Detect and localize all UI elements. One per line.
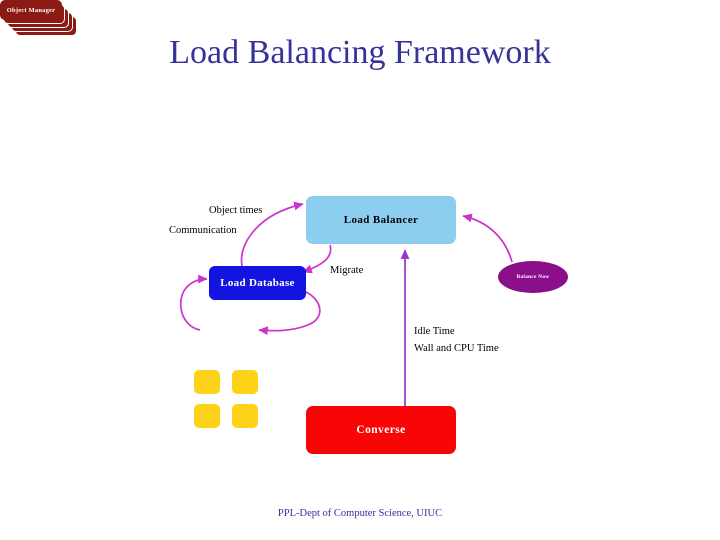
object-square-3[interactable] — [194, 404, 220, 428]
edge-label-wall-and-cpu-time: Wall and CPU Time — [414, 343, 499, 354]
object-square-4[interactable] — [232, 404, 258, 428]
node-object-manager[interactable]: Object Manager — [0, 0, 80, 37]
page-title: Load Balancing Framework — [169, 34, 551, 71]
edge-objectmanager-to-loaddatabase — [179, 274, 208, 331]
node-balance-now[interactable]: Balance Now — [498, 261, 568, 293]
edge-label-migrate: Migrate — [330, 265, 364, 276]
node-load-balancer[interactable]: Load Balancer — [306, 196, 456, 244]
edge-balancenow-to-loadbalancer — [462, 213, 513, 263]
object-square-2[interactable] — [232, 370, 258, 394]
edge-label-communication: Communication — [169, 225, 237, 236]
node-load-balancer-label: Load Balancer — [343, 214, 419, 226]
node-converse[interactable]: Converse — [306, 406, 456, 454]
slide-footer: PPL-Dept of Computer Science, UIUC — [277, 508, 443, 519]
node-converse-label: Converse — [356, 424, 406, 436]
node-object-manager-label: Object Manager — [6, 6, 56, 14]
node-load-database[interactable]: Load Database — [209, 266, 306, 300]
edge-loadbalancer-to-loaddatabase — [302, 244, 332, 274]
node-balance-now-label: Balance Now — [516, 274, 550, 280]
object-manager-front-card[interactable]: Object Manager — [0, 0, 62, 20]
node-load-database-label: Load Database — [220, 277, 295, 289]
object-square-1[interactable] — [194, 370, 220, 394]
edge-label-idle-time: Idle Time — [414, 326, 455, 337]
edge-label-object-times: Object times — [209, 205, 263, 216]
